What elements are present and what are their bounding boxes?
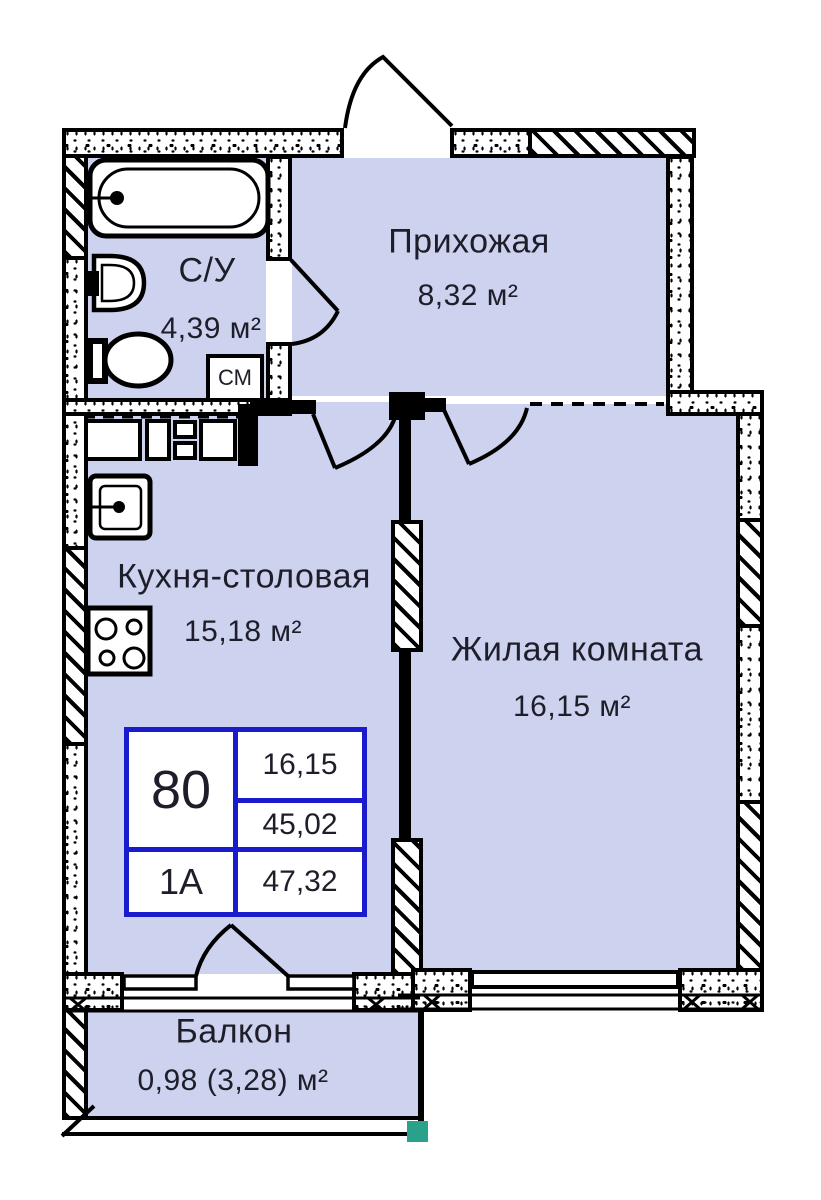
wall-bathroom-right-top xyxy=(266,155,292,261)
wall-left-balcony xyxy=(62,1008,88,1122)
room-living xyxy=(411,404,736,970)
wall-hallway-right xyxy=(666,155,694,395)
wall-bathroom-right-bottom xyxy=(266,342,292,404)
wall-right-2 xyxy=(736,518,764,628)
living-name: Жилая комната xyxy=(450,630,704,669)
wall-step xyxy=(666,390,764,416)
wall-living-bottom-right xyxy=(678,968,764,1012)
room-hallway xyxy=(292,158,666,396)
plan-type: 1A xyxy=(129,852,233,912)
washing-machine-label: СМ xyxy=(218,365,252,390)
bathroom-name: С/У xyxy=(178,251,236,290)
entrance-door-swing xyxy=(343,54,454,129)
wall-hallway-bottom-right xyxy=(424,398,446,412)
total-area-value: 47,32 xyxy=(238,852,362,912)
washing-machine-box: СМ xyxy=(206,354,264,402)
wall-kitchen-bottom-right xyxy=(352,972,420,1012)
room-balcony xyxy=(88,1010,421,1120)
wall-right-3 xyxy=(736,624,764,804)
kitchen-name: Кухня-столовая xyxy=(117,557,371,596)
duct-block xyxy=(238,404,258,466)
balcony-area: 0,98 (3,28) м² xyxy=(137,1064,329,1097)
wall-center-hatch-2 xyxy=(391,838,423,978)
balcony-name: Балкон xyxy=(175,1012,293,1051)
wall-right-4 xyxy=(736,800,764,974)
apartment-number: 80 xyxy=(129,732,233,847)
wall-center-thin-1 xyxy=(399,418,411,522)
wall-center-thin-2 xyxy=(399,650,411,840)
apartment-info-card: 80 16,15 45,02 1A 47,32 xyxy=(124,727,367,917)
living-area-value: 16,15 xyxy=(238,732,362,798)
wall-kitchen-bottom-left xyxy=(62,972,124,1012)
wall-pillar xyxy=(389,392,425,420)
wall-hallway-bottom-left xyxy=(292,400,316,414)
bathroom-area: 4,39 м² xyxy=(160,312,262,345)
wall-bathroom-bottom-end xyxy=(252,398,292,416)
balcony-railing xyxy=(62,1116,424,1136)
wall-right-1 xyxy=(736,412,764,522)
kitchen-area: 15,18 м² xyxy=(183,615,303,648)
wall-top-left xyxy=(62,128,344,158)
living-area: 16,15 м² xyxy=(512,690,632,723)
area-without-balcony-value: 45,02 xyxy=(238,803,362,847)
hallway-name: Прихожая xyxy=(388,222,550,261)
wall-living-bottom-left xyxy=(411,968,472,1012)
wall-top-mid xyxy=(450,128,532,158)
wall-left-3 xyxy=(62,546,88,746)
wall-top-right xyxy=(528,128,696,158)
wall-left-4 xyxy=(62,742,88,1012)
hallway-area: 8,32 м² xyxy=(417,279,519,312)
wall-center-hatch-1 xyxy=(391,520,423,652)
